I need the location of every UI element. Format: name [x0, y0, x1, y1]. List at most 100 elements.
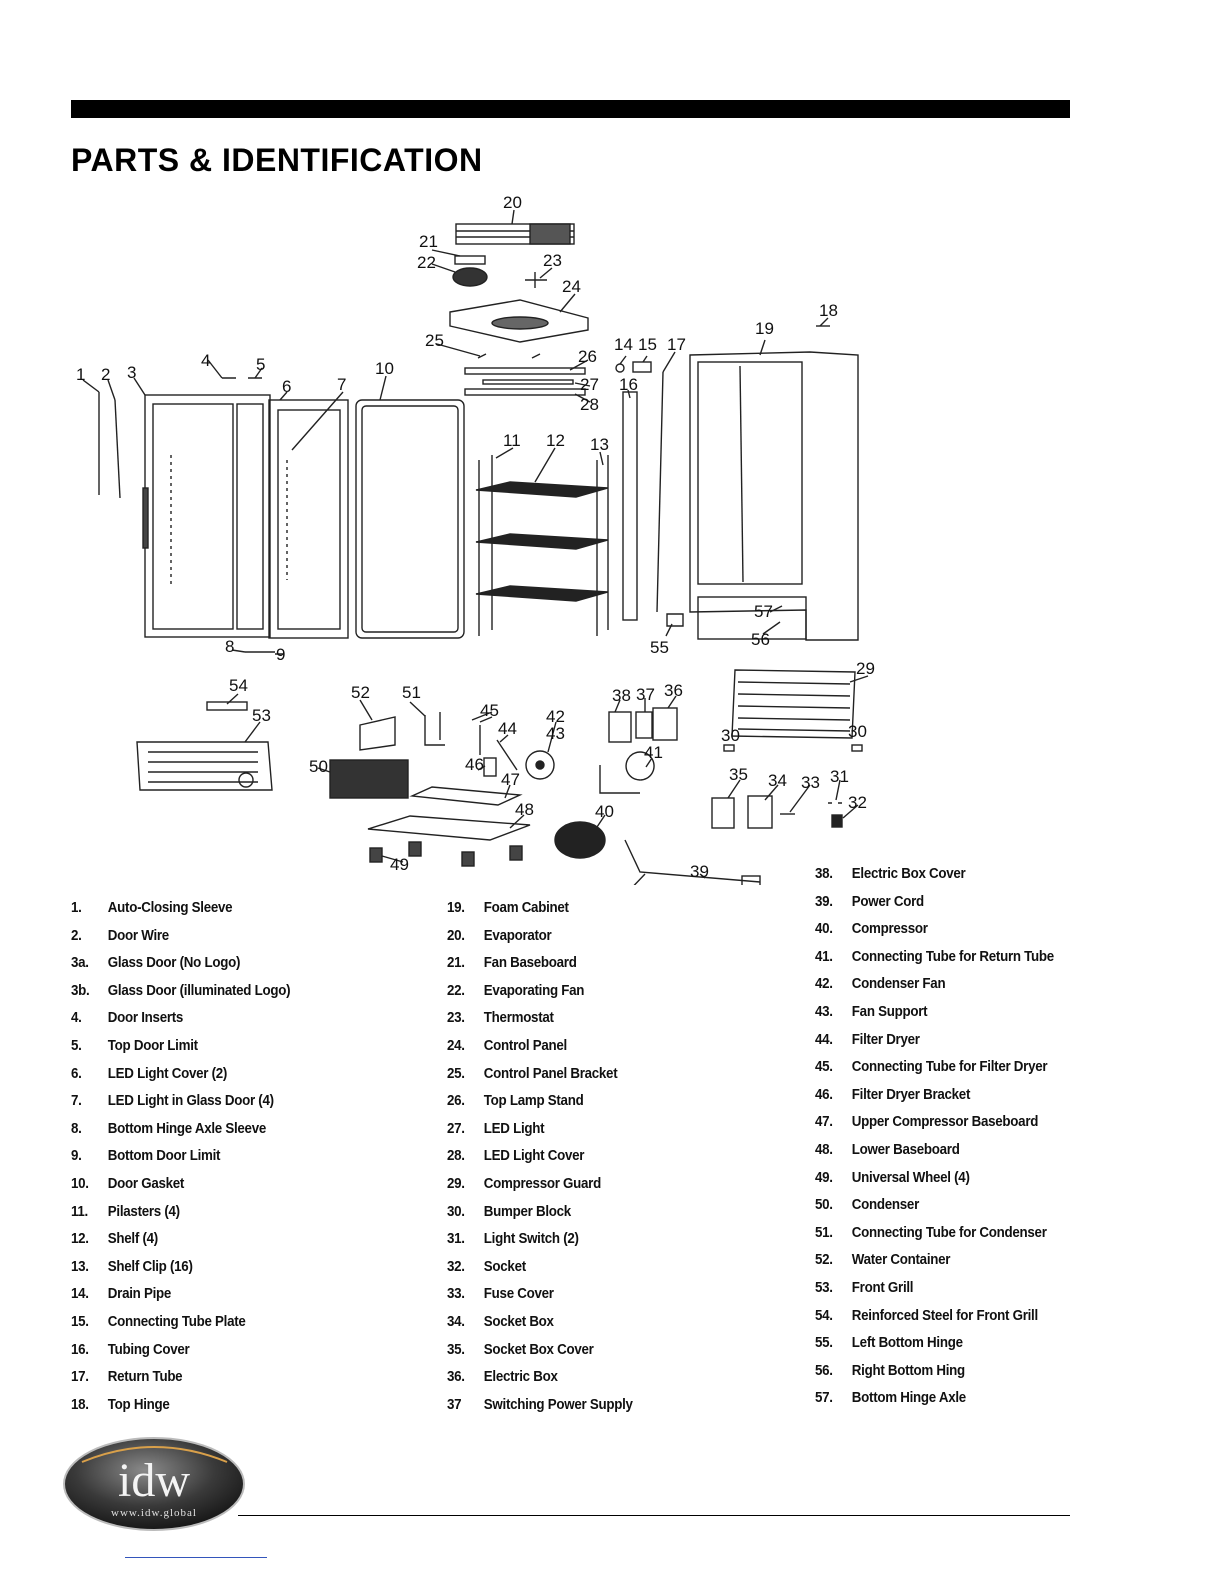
part-number: 33. [447, 1286, 465, 1303]
callout-6: 6 [282, 377, 291, 396]
part-label: Bottom Hinge Axle [851, 1390, 966, 1407]
part-number: 25. [447, 1065, 465, 1082]
part-label: Right Bottom Hing [851, 1362, 965, 1379]
part-label: Lower Baseboard [851, 1141, 960, 1158]
callout-39: 39 [690, 862, 709, 881]
part-label: Foam Cabinet [483, 900, 569, 916]
callout-10: 10 [375, 359, 394, 378]
callout-27: 27 [580, 375, 599, 394]
callout-16: 16 [619, 375, 638, 394]
part-number: 2. [71, 927, 82, 944]
part-label: Bottom Door Limit [107, 1148, 221, 1165]
part-label: Left Bottom Hinge [851, 1335, 963, 1352]
part-number: 3a. [71, 955, 89, 972]
callout-51: 51 [402, 683, 421, 702]
part-number: 23. [447, 1010, 465, 1027]
callout-23: 23 [543, 251, 562, 270]
part-number: 1. [71, 900, 82, 916]
part-label: Upper Compressor Baseboard [851, 1114, 1039, 1131]
part-label: Fan Baseboard [483, 955, 577, 972]
callout-12: 12 [546, 431, 565, 450]
callout-35: 35 [729, 765, 748, 784]
part-number: 14. [71, 1286, 89, 1303]
part-number: 57. [815, 1390, 833, 1407]
footer-rule [238, 1515, 1070, 1516]
header-rule [71, 100, 1070, 118]
part-label: Switching Power Supply [483, 1396, 633, 1413]
part-number: 38. [815, 866, 833, 882]
callout-48: 48 [515, 800, 534, 819]
part-label: Thermostat [483, 1010, 554, 1027]
part-label: Top Door Limit [107, 1037, 198, 1054]
part-number: 28. [447, 1148, 465, 1165]
part-number: 30. [447, 1203, 465, 1220]
callout-24: 24 [562, 277, 581, 296]
part-label: Control Panel Bracket [483, 1065, 618, 1082]
callout-32: 32 [848, 793, 867, 812]
footer-link-underline [125, 1557, 267, 1558]
callout-11: 11 [503, 431, 521, 450]
callout-33: 33 [801, 773, 820, 792]
callout-54: 54 [229, 676, 248, 695]
part-label: Evaporator [483, 927, 552, 944]
callout-20: 20 [503, 193, 522, 212]
part-number: 42. [815, 976, 833, 993]
part-label: Power Cord [851, 893, 924, 910]
part-label: Door Inserts [107, 1010, 184, 1027]
callout-14: 14 [614, 335, 633, 354]
part-label: Top Hinge [107, 1396, 170, 1413]
part-number: 19. [447, 900, 465, 916]
callout-41: 41 [644, 743, 663, 762]
part-number: 22. [447, 982, 465, 999]
callout-17: 17 [667, 335, 686, 354]
callout-26: 26 [578, 347, 597, 366]
part-number: 12. [71, 1231, 89, 1248]
callout-13: 13 [590, 435, 609, 454]
page-title: PARTS & IDENTIFICATION [71, 142, 483, 178]
part-label: Fan Support [851, 1003, 928, 1020]
part-label: Filter Dryer Bracket [851, 1086, 971, 1103]
callout-21: 21 [419, 232, 438, 251]
callout-7: 7 [337, 375, 346, 394]
callout-43: 43 [546, 724, 565, 743]
part-label: Compressor Guard [483, 1175, 601, 1192]
part-number: 9. [71, 1148, 82, 1165]
part-number: 36. [447, 1369, 465, 1386]
part-label: Compressor [851, 921, 928, 938]
callout-2: 2 [101, 365, 110, 384]
part-label: Drain Pipe [107, 1286, 172, 1303]
part-number: 24. [447, 1037, 465, 1054]
part-label: Auto-Closing Sleeve [107, 900, 233, 916]
part-label: Glass Door (No Logo) [107, 955, 241, 972]
part-number: 47. [815, 1114, 833, 1131]
part-number: 11. [71, 1203, 88, 1220]
callout-30a: 30 [721, 726, 740, 745]
part-number: 49. [815, 1169, 833, 1186]
part-label: Shelf Clip (16) [107, 1258, 193, 1275]
callout-53: 53 [252, 706, 271, 725]
callout-22: 22 [417, 253, 436, 272]
part-label: Glass Door (illuminated Logo) [107, 982, 291, 999]
part-number: 51. [815, 1224, 833, 1241]
callout-29: 29 [856, 659, 875, 678]
part-number: 39. [815, 893, 833, 910]
part-label: Water Container [851, 1252, 951, 1269]
callout-38: 38 [612, 686, 631, 705]
part-label: Bottom Hinge Axle Sleeve [107, 1120, 266, 1137]
part-number: 29. [447, 1175, 465, 1192]
callout-45: 45 [480, 701, 499, 720]
part-number: 27. [447, 1120, 465, 1137]
callout-18: 18 [819, 301, 838, 320]
part-number: 21. [447, 955, 465, 972]
callout-25: 25 [425, 331, 444, 350]
part-label: Electric Box [483, 1369, 558, 1386]
callout-42: 42 [546, 707, 565, 726]
part-number: 20. [447, 927, 465, 944]
callout-9: 9 [276, 645, 285, 664]
part-number: 46. [815, 1086, 833, 1103]
part-label: Fuse Cover [483, 1286, 554, 1303]
part-label: LED Light Cover [483, 1148, 585, 1165]
callout-19: 19 [755, 319, 774, 338]
part-label: Front Grill [851, 1279, 914, 1296]
part-label: Shelf (4) [107, 1231, 158, 1248]
